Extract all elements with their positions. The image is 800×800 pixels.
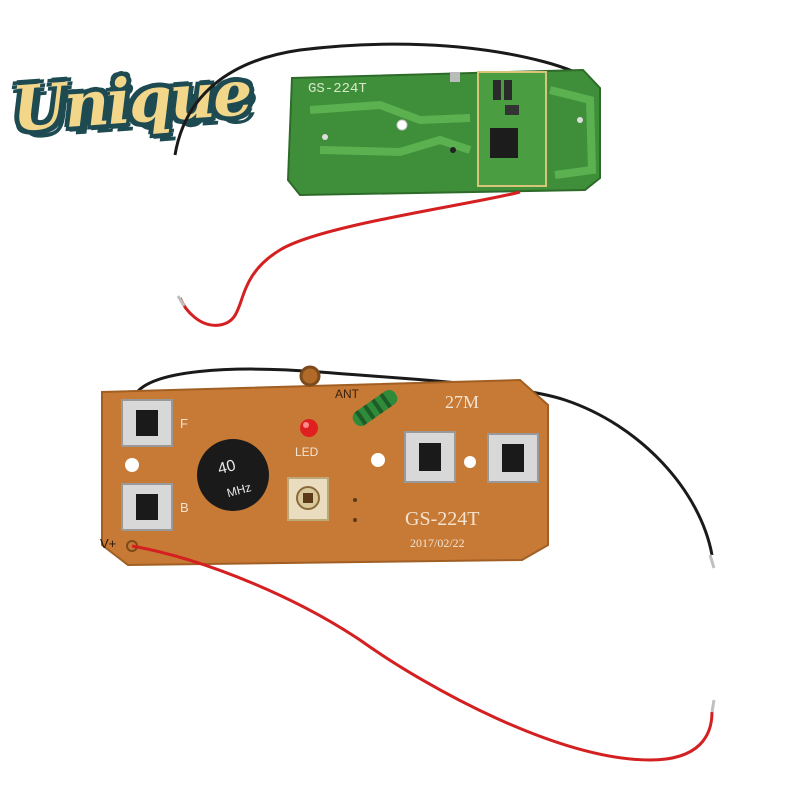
frequency-label: 27M — [445, 392, 479, 412]
inductor-coil — [352, 389, 398, 427]
power-label: V+ — [100, 536, 116, 551]
button-backward — [121, 483, 173, 531]
receiver-black-wire — [173, 42, 576, 156]
crystal-oscillator — [197, 439, 269, 511]
transmitter-date-label: 2017/02/22 — [410, 536, 465, 550]
button-left — [404, 431, 456, 483]
crystal-label-top: 40 — [216, 457, 238, 478]
transmitter-red-wire — [131, 544, 714, 762]
transmitter-pcb — [101, 378, 549, 567]
transmitter-model-label: GS-224T — [405, 508, 479, 530]
led-label: LED — [295, 445, 319, 459]
crystal-label-bottom: MHz — [225, 480, 252, 500]
button-b-label: B — [180, 500, 189, 515]
receiver-board: GS-224T — [173, 42, 601, 327]
led-indicator — [300, 419, 318, 437]
button-right — [487, 433, 539, 483]
receiver-red-wire — [178, 190, 521, 327]
button-forward — [121, 399, 173, 447]
receiver-model-label: GS-224T — [308, 81, 367, 97]
transmitter-board: ANT 27M LED 40 MHz — [100, 365, 716, 762]
receiver-ic-chip — [490, 128, 518, 158]
button-f-label: F — [180, 416, 188, 431]
ant-label: ANT — [335, 387, 360, 401]
